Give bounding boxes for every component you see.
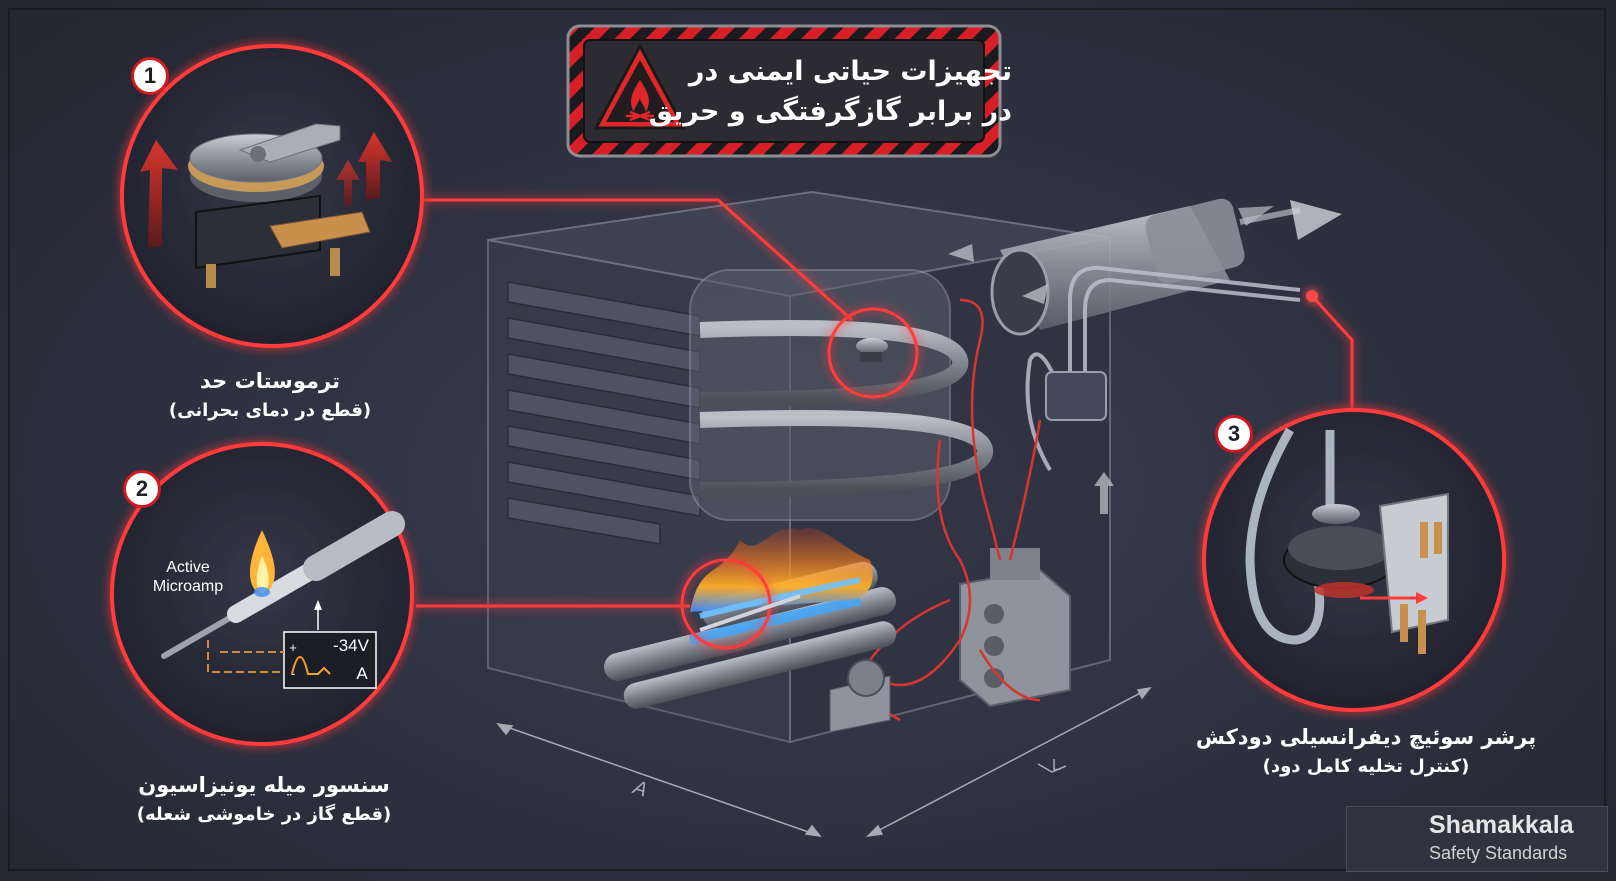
brand-name: Shamakkala [1429, 811, 1574, 839]
leader-line-1 [424, 198, 854, 322]
highlight-flame-rod [680, 558, 772, 650]
leader-line-3 [1310, 294, 1354, 410]
mini-flame-rod [699, 594, 801, 632]
dimension-mark-l: L [1052, 757, 1061, 774]
title-line-2: در برابر گازگرفتگی و حریق [648, 96, 1012, 127]
callout-circle-2 [110, 442, 414, 746]
gas-valve [959, 548, 1071, 708]
mini-thermostat-icon [856, 338, 888, 362]
vacuum-tube-icon [1245, 427, 1335, 645]
title-line-1: تجهیزات حیاتی ایمنی در [688, 56, 1012, 87]
callout-sub-3: (کنترل تخلیه کامل دود) [1262, 756, 1470, 777]
ampere-unit: A [356, 664, 368, 683]
fire-warning-icon [594, 44, 686, 130]
heat-up-arrow-icon [140, 140, 178, 248]
candle-flame-icon [249, 530, 275, 597]
cabinet-louvers [507, 281, 701, 545]
bimetal-disc-icon [188, 123, 341, 202]
diaphragm-switch-icon [1283, 492, 1449, 654]
callout-circle-1 [120, 44, 424, 348]
outer-frame [8, 8, 1606, 871]
voltage-readout: -34V [333, 636, 369, 655]
callout-circle-3 [1202, 408, 1506, 712]
minus-sign: - [290, 666, 296, 681]
dimension-lines [496, 686, 1152, 838]
callout-title-1: ترموستات حد [200, 369, 340, 393]
highlight-thermostat [827, 307, 919, 399]
callout-label-1: ترموستات حد (قطع در دمای بحرانی) [90, 366, 450, 426]
flue-sensor-point [1306, 290, 1318, 302]
title-banner [566, 24, 1002, 158]
callout-sub-2: (قطع گاز در خاموشی شعله) [136, 804, 392, 825]
callout-number-2: 2 [123, 470, 161, 508]
callout-title-2: سنسور میله یونیزاسیون [138, 773, 390, 797]
callout-label-3: پرشر سوئیچ دیفرانسیلی دودکش (کنترل تخلیه… [1166, 722, 1566, 782]
page-title: تجهیزات حیاتی ایمنی در در برابر گازگرفتگ… [612, 52, 1012, 132]
microamp-line-1: Active [166, 559, 210, 576]
callout-number-1: 1 [131, 57, 169, 95]
microamp-graph [283, 600, 377, 689]
flame-rod-icon [161, 511, 405, 659]
microamp-label: Active Microamp [138, 558, 238, 596]
flame-icon [690, 527, 873, 619]
plus-sign: + [289, 640, 297, 655]
flue-pipe [948, 198, 1342, 336]
pressure-switch-body [1045, 371, 1107, 421]
exhaust-arrow-icon [1290, 200, 1342, 240]
brand-tagline: Safety Standards [1429, 843, 1568, 863]
microamp-line-2: Microamp [152, 578, 224, 595]
callout-label-2: سنسور میله یونیزاسیون (قطع گاز در خاموشی… [84, 770, 444, 830]
thermostat-base-icon [195, 194, 371, 288]
callout-sub-1: (قطع در دمای بحرانی) [168, 400, 372, 421]
brand-box: Shamakkala Safety Standards [1346, 806, 1608, 872]
leader-lines [416, 198, 1354, 608]
heater-cabinet [487, 190, 1342, 838]
callout-number-3: 3 [1215, 415, 1253, 453]
callout-title-3: پرشر سوئیچ دیفرانسیلی دودکش [1195, 725, 1537, 749]
